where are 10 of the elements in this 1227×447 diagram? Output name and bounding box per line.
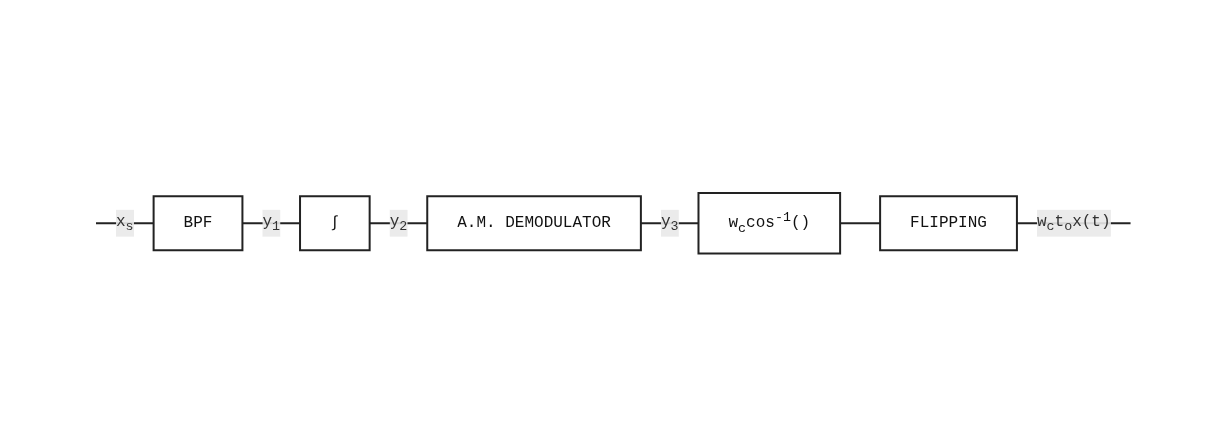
edge-label: w$_{c}$t$_{o}$x(t) bbox=[1037, 212, 1111, 235]
node-box: FLIPPING bbox=[879, 195, 1019, 252]
node-box: A.M. DEMODULATOR bbox=[426, 195, 643, 252]
edge-label: y$_{1}$ bbox=[262, 212, 281, 235]
edge-label: y$_{2}$ bbox=[389, 212, 408, 235]
edge-label: x$_{s}$ bbox=[116, 212, 134, 235]
edge-label: y$_{3}$ bbox=[661, 212, 679, 235]
node-box: w$_{c}$cos$^{-1}$() bbox=[697, 192, 842, 255]
node-box: ∫ bbox=[299, 195, 371, 252]
node-box: BPF bbox=[152, 195, 244, 252]
